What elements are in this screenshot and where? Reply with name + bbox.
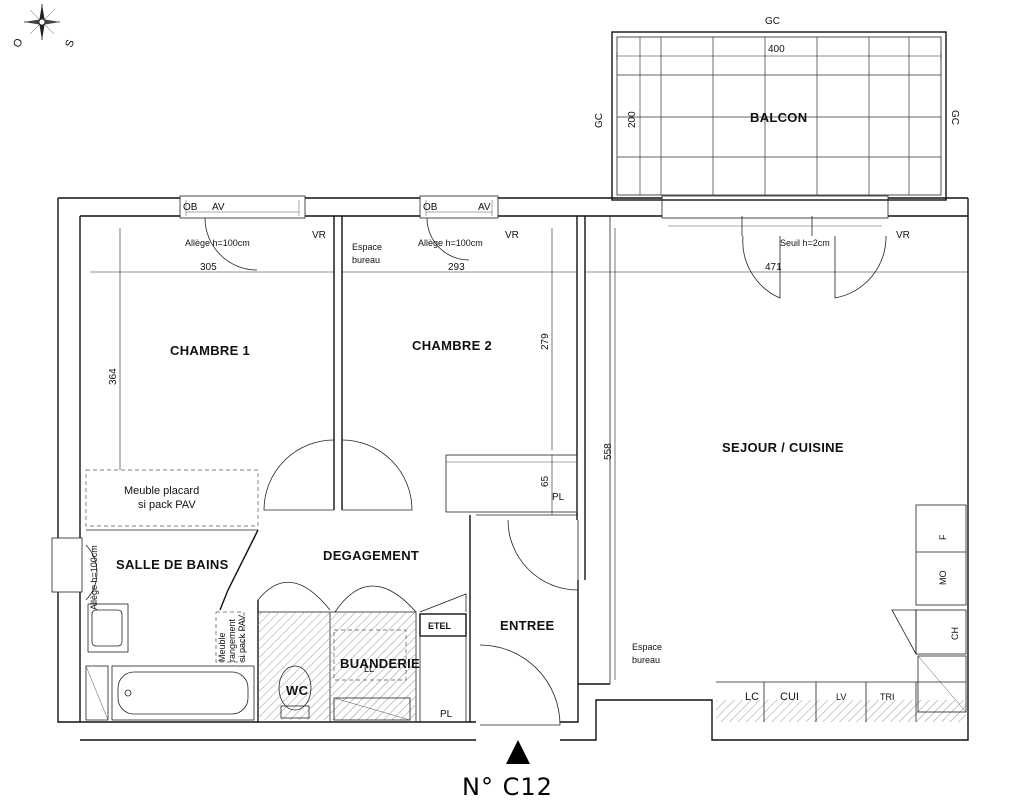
window1-allege-label: Allège h=100cm: [185, 238, 250, 248]
door-sejour-icon: [507, 519, 579, 591]
room-label-entree: ENTREE: [500, 618, 555, 633]
pl-label-entree: PL: [440, 709, 453, 720]
door-chambre2-icon: [341, 439, 413, 511]
room-label-sejour: SEJOUR / CUISINE: [722, 440, 844, 455]
lv-label: LV: [836, 692, 846, 702]
meuble-rangement-line3: si pack PAV: [237, 615, 247, 662]
etel-label: ETEL: [428, 621, 452, 631]
espace-bureau-1-line2: bureau: [352, 255, 380, 265]
pl-label-chambre2: PL: [552, 492, 565, 503]
window-sejour: [661, 195, 889, 236]
balcony-gc-right-label: GC: [949, 110, 960, 125]
door-wc-icon: [257, 581, 331, 611]
balcony-gc-left-label: GC: [594, 113, 605, 128]
entree-cupboard: [419, 635, 467, 723]
compass-south-label: S: [63, 38, 77, 49]
compass-west-label: O: [11, 37, 25, 50]
door-buanderie-icon: [334, 585, 417, 613]
door-chambre1-icon: [263, 439, 335, 511]
french-door-left-icon: [742, 235, 781, 299]
door-etel-icon: [419, 593, 467, 613]
espace-bureau-2-line2: bureau: [632, 655, 660, 665]
towel-rail: [85, 665, 109, 721]
chambre2-width-dimension: 293: [448, 262, 465, 273]
window1-swing-icon: [204, 217, 258, 271]
room-label-degagement: DEGAGEMENT: [323, 548, 419, 563]
room-label-balcon: BALCON: [750, 110, 807, 125]
tri-label: TRI: [880, 692, 895, 702]
washer-icon: [333, 629, 407, 681]
french-door-right-icon: [834, 235, 887, 299]
lc-label: LC: [745, 691, 759, 703]
espace-bureau-1-line1: Espace: [352, 242, 382, 252]
room-label-wc: WC: [286, 683, 309, 698]
balcony-width-dimension: 400: [768, 44, 785, 55]
toilet-icon: [278, 665, 312, 719]
placard-depth-dimension: 65: [540, 475, 551, 487]
window3-vr-label: VR: [896, 230, 910, 241]
door-entree-icon: [479, 644, 561, 726]
sejour-width-dimension: 471: [765, 262, 782, 273]
entrance-arrow-icon: [506, 740, 530, 764]
balcony-gc-top-label: GC: [765, 16, 780, 27]
compass-rose-icon: [24, 4, 60, 40]
sejour-depth-dimension: 558: [603, 443, 614, 460]
window1-vr-label: VR: [312, 230, 326, 241]
bathtub-icon: [111, 665, 255, 721]
exterior-walls: [57, 197, 969, 741]
room-label-chambre2: CHAMBRE 2: [412, 338, 492, 353]
balcony: [611, 31, 947, 201]
meuble-rangement: [215, 611, 245, 663]
room-label-buanderie: BUANDERIE: [340, 656, 420, 671]
meuble-placard-line2: si pack PAV: [138, 499, 196, 511]
window1-av-label: AV: [212, 202, 225, 213]
window2-ob-label: OB: [423, 202, 438, 213]
room-label-chambre1: CHAMBRE 1: [170, 343, 250, 358]
window1-ob-label: OB: [183, 202, 198, 213]
window2-allege-label: Allège h=100cm: [418, 238, 483, 248]
dimension-lines: [90, 228, 968, 680]
cui-label: CUI: [780, 691, 799, 703]
washbasin-icon: [87, 603, 129, 653]
mo-label: MO: [938, 571, 948, 586]
window2-vr-label: VR: [505, 230, 519, 241]
window-sdb: [51, 537, 83, 593]
window2-swing-icon: [426, 217, 470, 261]
kitchen-hatch: [716, 700, 966, 722]
window2-av-label: AV: [478, 202, 491, 213]
window-chambre2: [419, 195, 499, 219]
balcony-depth-dimension: 200: [627, 111, 638, 128]
meuble-placard-line1: Meuble placard: [124, 485, 199, 497]
room-label-salle-de-bains: SALLE DE BAINS: [116, 557, 229, 572]
meuble-rangement-line2: rangement: [227, 618, 237, 662]
espace-bureau-2-line1: Espace: [632, 642, 662, 652]
window-sdb-swing-icon: [85, 544, 98, 601]
chambre2-depth-dimension: 279: [540, 333, 551, 350]
frigo-label: F: [938, 534, 948, 540]
sdb-allege-label: Allège h=100cm: [89, 545, 99, 610]
meuble-rangement-line1: Meuble: [217, 632, 227, 662]
kitchen-units: [716, 504, 967, 722]
ll-label: LL: [364, 664, 374, 674]
chambre1-width-dimension: 305: [200, 262, 217, 273]
buanderie-shelf: [333, 697, 411, 721]
chambre1-depth-dimension: 364: [108, 368, 119, 385]
seuil-label: Seuil h=2cm: [780, 238, 830, 248]
ch-label: CH: [950, 627, 960, 640]
apartment-number: N° C12: [462, 773, 553, 800]
window-chambre1: [179, 195, 306, 219]
